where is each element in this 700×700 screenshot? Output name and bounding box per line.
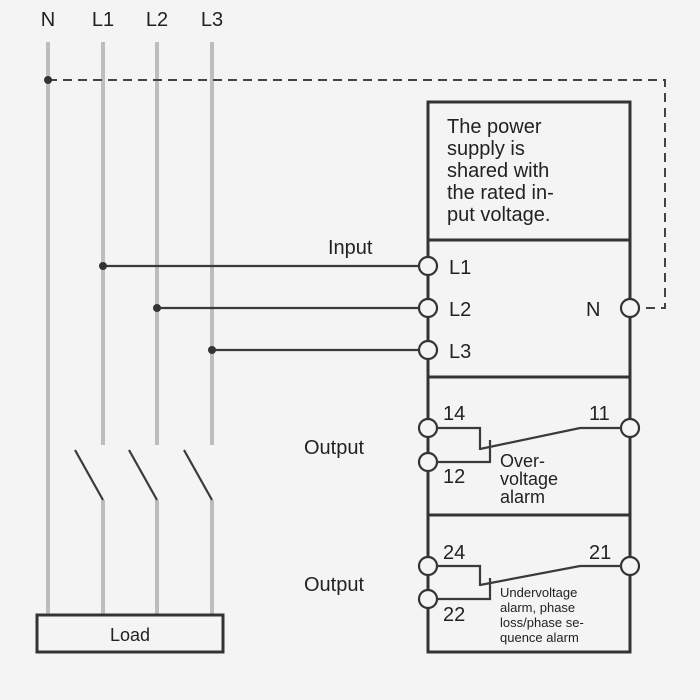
junction-dot-n bbox=[44, 76, 52, 84]
relay1-section-box bbox=[426, 375, 632, 517]
terminal-label-21: 21 bbox=[589, 542, 611, 564]
junction-dot-l3 bbox=[208, 346, 216, 354]
switch-blade-l2 bbox=[128, 449, 158, 501]
terminal-21 bbox=[619, 555, 641, 577]
junction-dot-l2 bbox=[153, 304, 161, 312]
terminal-l3 bbox=[417, 339, 439, 361]
input-section-box bbox=[426, 238, 632, 379]
relay1-contact bbox=[437, 426, 621, 464]
supply-note-box bbox=[426, 100, 632, 242]
terminal-14 bbox=[417, 417, 439, 439]
terminal-label-14: 14 bbox=[443, 403, 465, 425]
terminal-l1 bbox=[417, 255, 439, 277]
neutral-dashed-line bbox=[48, 79, 666, 309]
terminal-label-l3: L3 bbox=[449, 341, 471, 363]
terminal-label-12: 12 bbox=[443, 466, 465, 488]
terminal-12 bbox=[417, 451, 439, 473]
relay1-output-label: Output bbox=[304, 437, 364, 459]
terminal-label-24: 24 bbox=[443, 542, 465, 564]
bus-label-l1: L1 bbox=[92, 9, 114, 31]
relay2-alarm-text: Undervoltage alarm, phase loss/phase se-… bbox=[500, 585, 587, 645]
relay2-contact bbox=[437, 564, 621, 601]
supply-note: The power supply is shared with the rate… bbox=[447, 116, 559, 226]
junction-dot-l1 bbox=[99, 262, 107, 270]
relay2-section-box bbox=[426, 513, 632, 654]
terminal-label-l2: L2 bbox=[449, 299, 471, 321]
bus-label-l2: L2 bbox=[146, 9, 168, 31]
terminal-label-l1: L1 bbox=[449, 257, 471, 279]
terminal-n bbox=[619, 297, 641, 319]
terminal-22 bbox=[417, 588, 439, 610]
switch-blade-l3 bbox=[183, 449, 213, 501]
terminal-label-11: 11 bbox=[589, 403, 610, 425]
terminal-24 bbox=[417, 555, 439, 577]
terminal-label-22: 22 bbox=[443, 604, 465, 626]
terminal-11 bbox=[619, 417, 641, 439]
bus-label-l3: L3 bbox=[201, 9, 223, 31]
load-box bbox=[35, 613, 225, 654]
relay1-alarm-text: Over- voltage alarm bbox=[500, 451, 563, 507]
bus-label-n: N bbox=[41, 9, 55, 31]
relay2-output-label: Output bbox=[304, 574, 364, 596]
load-label: Load bbox=[110, 625, 150, 645]
input-label: Input bbox=[328, 237, 373, 259]
switch-blade-l1 bbox=[74, 449, 104, 501]
terminal-l2 bbox=[417, 297, 439, 319]
terminal-label-n: N bbox=[586, 299, 600, 321]
